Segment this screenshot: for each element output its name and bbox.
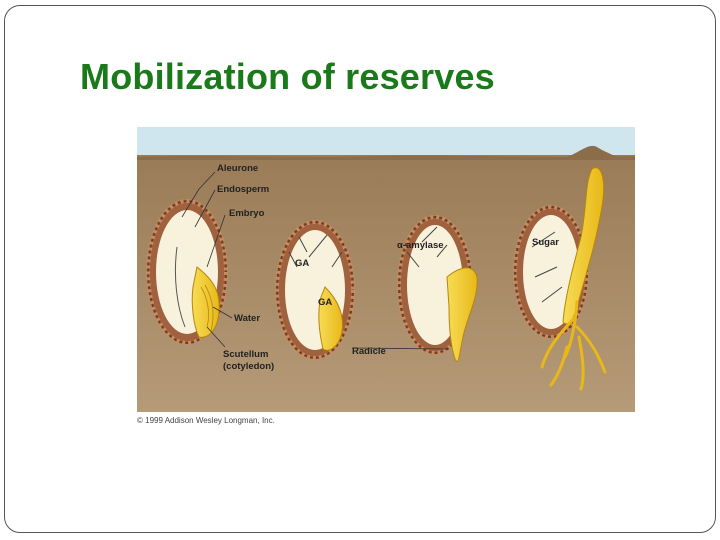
seed-3 (397, 215, 478, 362)
label-ga-1: GA (295, 258, 309, 269)
label-sugar: Sugar (532, 237, 559, 248)
label-ga-2: GA (318, 297, 332, 308)
label-endosperm: Endosperm (217, 184, 269, 195)
sky-band (137, 127, 635, 157)
soil-mound (567, 145, 617, 157)
label-alpha-amylase: α-amylase (397, 240, 444, 251)
slide-title: Mobilization of reserves (80, 56, 495, 97)
seed-1 (146, 199, 228, 345)
figure-credit: © 1999 Addison Wesley Longman, Inc. (137, 416, 275, 425)
germination-figure: Aleurone Endosperm Embryo Water Scutellu… (137, 127, 635, 412)
label-scutellum: Scutellum (223, 349, 268, 360)
label-water: Water (234, 313, 260, 324)
label-embryo: Embryo (229, 208, 265, 219)
seed-2 (275, 220, 355, 360)
label-aleurone: Aleurone (217, 163, 258, 174)
radicle (446, 267, 478, 362)
seed-4 (513, 167, 607, 391)
soil-surface (137, 155, 635, 160)
label-cotyledon: (cotyledon) (223, 361, 274, 372)
label-radicle: Radicle (352, 346, 386, 357)
embryo (191, 266, 220, 338)
